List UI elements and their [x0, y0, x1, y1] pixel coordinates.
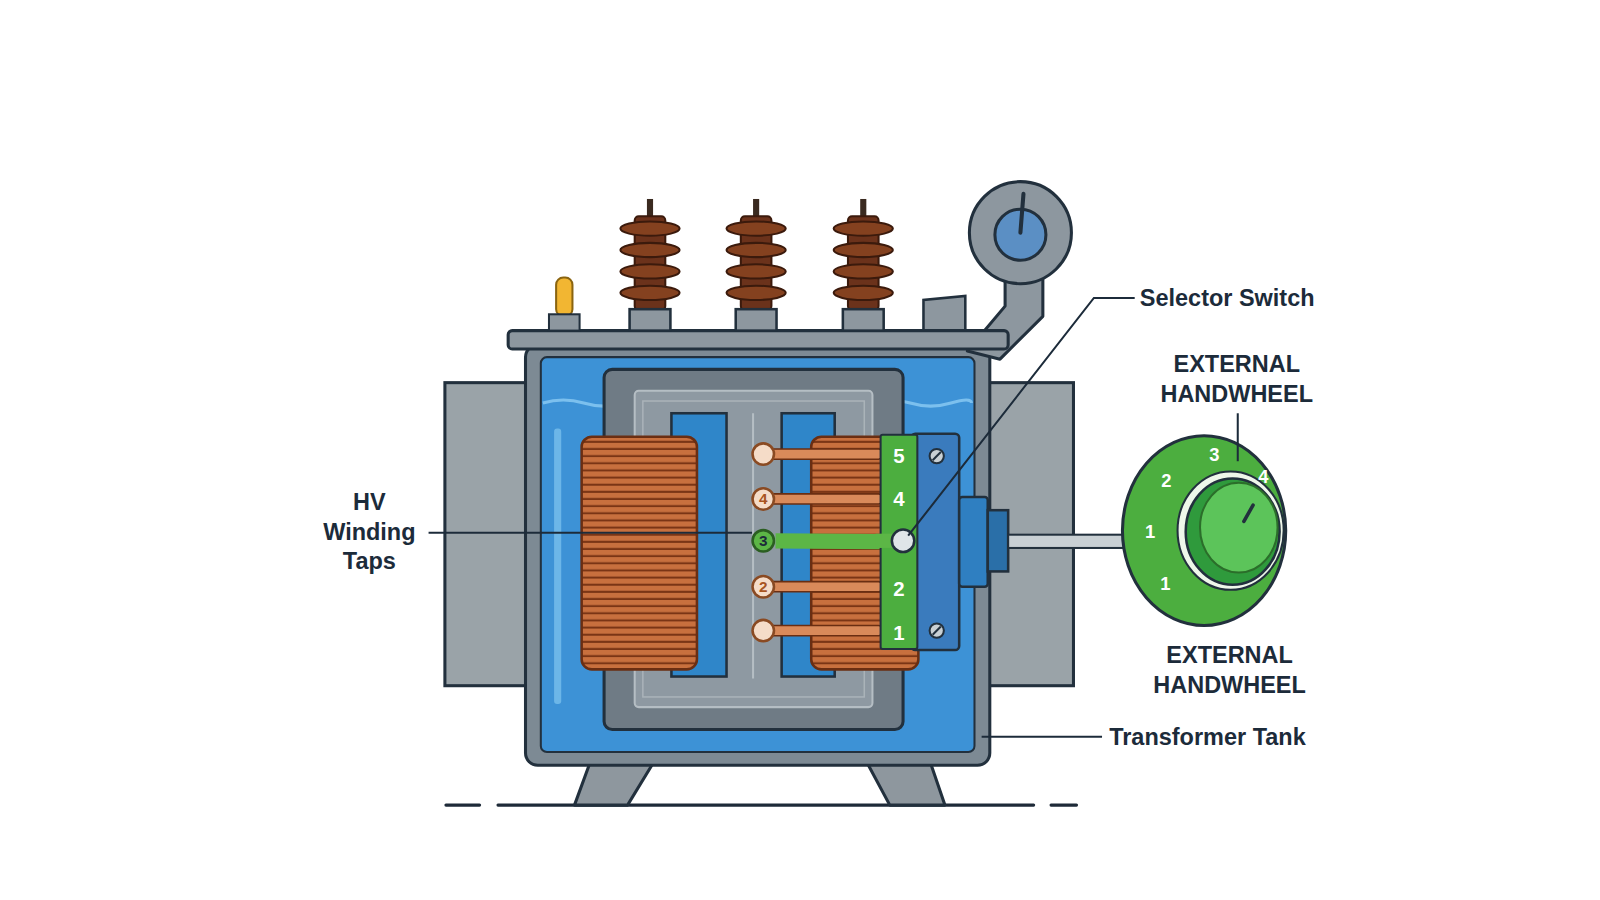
tank-leg — [574, 763, 944, 805]
hv-bushing — [843, 309, 884, 330]
hv-bushing — [727, 243, 786, 257]
tap-number: 2 — [748, 574, 779, 598]
oil-gauge-needle — [1020, 194, 1023, 233]
tap-lead — [767, 449, 881, 459]
callout-label: HV Winding Taps — [313, 488, 425, 577]
oil-highlight — [554, 429, 561, 705]
terminal-box — [923, 296, 965, 331]
selected-tap-terminal: 3 — [751, 529, 775, 553]
hv-bushing — [620, 286, 679, 300]
wheel-knob — [1186, 479, 1280, 585]
leader-line — [429, 298, 1238, 737]
ground-line — [446, 804, 1077, 807]
tap-number: 4 — [748, 487, 779, 511]
mounting-plate — [911, 434, 959, 650]
tap-number: 1 — [1150, 572, 1181, 594]
handwheel-dial: 32 4 1 1 — [1120, 434, 1287, 628]
breather-cap — [556, 278, 572, 317]
wheel-knob-cap — [1200, 483, 1278, 573]
oil-gauge — [969, 182, 1071, 284]
plate-screw — [930, 449, 944, 638]
hv-bushing — [620, 221, 679, 300]
plate-screw — [930, 449, 944, 463]
hv-bushing — [834, 221, 893, 235]
radiator-fin — [445, 383, 529, 686]
tap-number: 5 — [884, 444, 915, 468]
wheel-indicator — [1244, 505, 1253, 521]
breather-base — [549, 314, 580, 330]
tap-lead — [767, 626, 881, 636]
oil — [541, 357, 975, 752]
hv-bushing — [736, 309, 777, 330]
terminal-strip: 5 4 2 1 — [880, 434, 919, 650]
hv-bushing — [727, 221, 786, 235]
tap-number: 1 — [884, 620, 915, 644]
hv-bushing — [727, 264, 786, 278]
leader-line — [1237, 413, 1239, 461]
tap-number: 4 — [884, 487, 915, 511]
callout-label: Transformer Tank — [1109, 723, 1306, 750]
tank-wall — [526, 345, 990, 765]
tap-terminal: 4 — [751, 487, 775, 511]
plate-screw — [933, 452, 941, 460]
tap-terminal: 2 — [751, 574, 775, 598]
tap-number: 4 — [1248, 465, 1279, 487]
tank-lid — [508, 331, 1008, 349]
tank-leg — [867, 763, 945, 805]
hv-bushing — [834, 199, 893, 331]
tap-terminal-empty — [753, 620, 774, 641]
hv-bushing — [620, 199, 679, 331]
callout-label: Selector Switch — [1140, 285, 1315, 312]
hv-bushing — [834, 221, 893, 300]
tap-terminal-empty — [753, 443, 774, 464]
tap-number: 1 — [1135, 520, 1166, 542]
hv-bushing — [630, 309, 671, 330]
plate-screw — [930, 623, 944, 637]
tap-number: 3 — [1199, 444, 1230, 466]
switch-arm-stub — [876, 534, 905, 548]
tap-lead — [767, 494, 881, 504]
ground-line — [1051, 804, 1077, 807]
leader-line — [982, 736, 1102, 738]
hv-bushing — [834, 243, 893, 257]
connector-layer — [776, 540, 880, 542]
hv-bushing — [620, 243, 679, 257]
wheel-ring — [1178, 471, 1284, 589]
callout-label: EXTERNAL HANDWHEEL — [1143, 641, 1316, 700]
hv-bushing — [834, 286, 893, 300]
leader-line — [429, 532, 752, 534]
ground-line — [446, 804, 480, 807]
hv-bushing — [834, 264, 893, 278]
selector-arm — [776, 533, 880, 549]
winding-coil — [582, 437, 697, 670]
tap-number: 2 — [1151, 469, 1182, 491]
callout-label: EXTERNAL HANDWHEEL — [1150, 350, 1323, 409]
drive-shaft — [1008, 535, 1125, 548]
tap-number: 3 — [748, 529, 779, 553]
tank-leg — [574, 763, 653, 805]
hv-bushing — [727, 221, 786, 300]
hv-bushing — [620, 221, 679, 235]
shaft-coupling — [959, 497, 988, 587]
tap-lead — [767, 582, 881, 592]
wheel-rim — [1122, 436, 1285, 626]
hv-bushing — [727, 286, 786, 300]
plate-screw — [933, 627, 941, 635]
shaft-bushing — [988, 510, 1008, 571]
winding-coil — [582, 437, 919, 670]
tap-lead — [767, 449, 881, 636]
hv-bushing — [620, 264, 679, 278]
switch-pivot — [892, 530, 914, 552]
hv-bushing — [727, 199, 786, 331]
leader-line — [908, 298, 1135, 536]
tap-number: 2 — [884, 577, 915, 601]
